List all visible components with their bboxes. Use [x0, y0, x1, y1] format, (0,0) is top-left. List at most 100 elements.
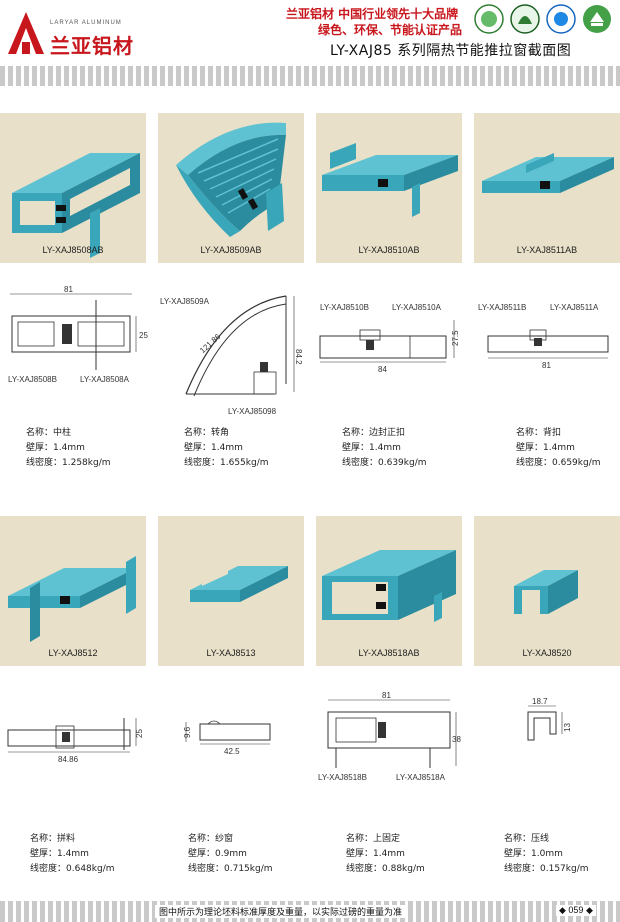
dimension-label: 84.86 [58, 755, 79, 764]
part-code: LY-XAJ8509A [160, 297, 210, 306]
part-code: LY-XAJ8508A [80, 375, 130, 384]
product-card: LY-XAJ8508AB [0, 113, 146, 263]
product-spec: 名称：背扣 壁厚：1.4mm 线密度：0.659kg/m [516, 426, 601, 471]
dimension-label: 18.7 [532, 698, 548, 706]
dimension-label: 84 [378, 365, 387, 374]
spec-thickness: 壁厚：1.4mm [346, 849, 405, 859]
spec-thickness: 壁厚：0.9mm [188, 849, 247, 859]
spec-name: 名称：上固定 [346, 834, 401, 844]
product-code: LY-XAJ8513 [206, 648, 256, 658]
dimension-label: 81 [542, 361, 551, 370]
product-spec: 名称：压线 壁厚：1.0mm 线密度：0.157kg/m [504, 832, 589, 877]
series-title: LY-XAJ85 系列隔热节能推拉窗截面图 [330, 43, 572, 59]
part-code: LY-XAJ8511A [550, 303, 599, 312]
part-code: LY-XAJ8518B [318, 773, 367, 782]
dimension-label: 27.5 [451, 330, 460, 346]
dimension-label: 81 [382, 691, 391, 700]
spec-thickness: 壁厚：1.0mm [504, 849, 563, 859]
product-code: LY-XAJ8511AB [516, 245, 578, 255]
dimension-label: 42.5 [224, 747, 240, 756]
dimension-label: 121.86 [198, 332, 223, 355]
page-header: LARYAR ALUMINUM 兰亚铝材 兰亚铝材 中国行业领先十大品牌 绿色、… [0, 0, 620, 66]
spec-name: 名称：背扣 [516, 428, 562, 438]
profile-3d-image [190, 566, 288, 602]
section-drawing: 81 38 LY-XAJ8518B LY-XAJ8518A [318, 691, 461, 782]
spec-thickness: 壁厚：1.4mm [516, 443, 575, 453]
dimension-label: 25 [139, 331, 148, 340]
profile-3d-image [12, 153, 140, 258]
spec-density: 线密度：1.258kg/m [26, 458, 111, 468]
product-card: LY-XAJ8520 [474, 516, 620, 666]
part-code: LY-XAJ8518A [396, 773, 446, 782]
green-product-seal-icon [583, 5, 611, 33]
part-code: LY-XAJ8510A [392, 303, 442, 312]
product-card: LY-XAJ8511AB [474, 113, 620, 263]
product-code: LY-XAJ8518AB [358, 648, 420, 658]
section-drawing: LY-XAJ8509A 121.86 84.2 LY-XAJ85098 [160, 295, 303, 416]
profile-3d-image [482, 153, 614, 193]
dimension-label: 9.6 [183, 726, 192, 738]
section-drawing: 18.7 13 [527, 698, 572, 741]
section-drawing: LY-XAJ8511B LY-XAJ8511A 81 [478, 303, 609, 370]
product-card: LY-XAJ8518AB [316, 516, 462, 666]
product-card: LY-XAJ8510AB [316, 113, 462, 263]
logo-english: LARYAR ALUMINUM [50, 20, 122, 26]
dimension-label: 38 [452, 735, 461, 744]
spec-name: 名称：转角 [184, 428, 230, 438]
product-card: LY-XAJ8509AB [158, 113, 304, 263]
spec-density: 线密度：0.157kg/m [504, 864, 589, 874]
part-code: LY-XAJ8508B [8, 375, 57, 384]
slogan-line-1: 兰亚铝材 中国行业领先十大品牌 [286, 7, 459, 21]
footer-note: 图中所示为理论坯料标准厚度及重量，以实际过磅的重量为准 [155, 905, 407, 918]
product-code: LY-XAJ8520 [522, 648, 572, 658]
product-code: LY-XAJ8510AB [358, 245, 420, 255]
section-drawing: 9.6 42.5 [183, 720, 271, 756]
section-drawing: 81 25 LY-XAJ8508B LY-XAJ8508A [8, 285, 148, 384]
profile-3d-image [322, 550, 456, 622]
page-number: ◆ 059 ◆ [556, 905, 596, 916]
spec-name: 名称：拼料 [30, 834, 76, 844]
spec-density: 线密度：0.648kg/m [30, 864, 115, 874]
logo-chinese: 兰亚铝材 [50, 34, 134, 58]
spec-name: 名称：压线 [504, 834, 550, 844]
part-code: LY-XAJ8510B [320, 303, 369, 312]
product-spec: 名称：上固定 壁厚：1.4mm 线密度：0.88kg/m [346, 832, 425, 877]
spec-name: 名称：边封正扣 [342, 428, 406, 438]
profile-3d-image [322, 143, 458, 217]
profile-3d-image [8, 556, 136, 642]
product-spec: 名称：边封正扣 壁厚：1.4mm 线密度：0.639kg/m [342, 426, 427, 471]
product-code: LY-XAJ8509AB [200, 245, 262, 255]
certification-badges [474, 4, 616, 36]
section-drawing: 25 84.86 [7, 718, 144, 764]
profile-3d-image [176, 122, 286, 237]
spec-name: 名称：纱窗 [188, 834, 234, 844]
section-drawing: LY-XAJ8510B LY-XAJ8510A 27.5 84 [319, 303, 460, 374]
dimension-label: 25 [135, 729, 144, 738]
logo-mark-icon [8, 12, 44, 54]
product-card: LY-XAJ8512 [0, 516, 146, 666]
spec-thickness: 壁厚：1.4mm [30, 849, 89, 859]
product-spec: 名称：中柱 壁厚：1.4mm 线密度：1.258kg/m [26, 426, 111, 471]
spec-thickness: 壁厚：1.4mm [26, 443, 85, 453]
spec-density: 线密度：0.659kg/m [516, 458, 601, 468]
part-code: LY-XAJ8511B [478, 303, 526, 312]
spec-thickness: 壁厚：1.4mm [184, 443, 243, 453]
brand-logo: LARYAR ALUMINUM 兰亚铝材 [6, 8, 156, 60]
product-spec: 名称：纱窗 壁厚：0.9mm 线密度：0.715kg/m [188, 832, 273, 877]
certification-seal-icon [474, 4, 504, 34]
spec-density: 线密度：0.88kg/m [346, 864, 425, 874]
part-code: LY-XAJ85098 [228, 407, 277, 416]
spec-name: 名称：中柱 [26, 428, 72, 438]
dimension-label: 13 [563, 723, 572, 732]
product-code: LY-XAJ8512 [48, 648, 98, 658]
header-stripe [0, 66, 620, 86]
product-code: LY-XAJ8508AB [42, 245, 104, 255]
dimension-label: 81 [64, 285, 73, 294]
spec-density: 线密度：0.715kg/m [188, 864, 273, 874]
product-spec: 名称：拼料 壁厚：1.4mm 线密度：0.648kg/m [30, 832, 115, 877]
spec-density: 线密度：0.639kg/m [342, 458, 427, 468]
product-spec: 名称：转角 壁厚：1.4mm 线密度：1.655kg/m [184, 426, 269, 471]
spec-thickness: 壁厚：1.4mm [342, 443, 401, 453]
slogan-line-2: 绿色、环保、节能认证产品 [318, 23, 463, 37]
environment-seal-icon [510, 4, 540, 34]
